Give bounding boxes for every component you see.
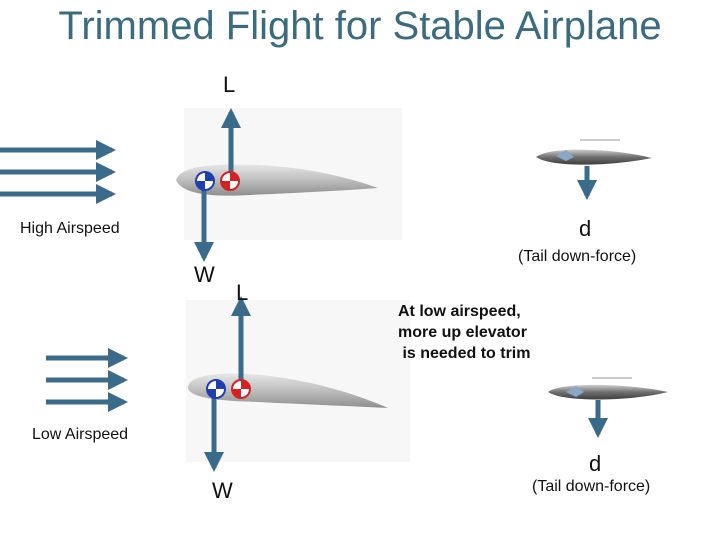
high-speed-lift-label: L xyxy=(223,72,236,97)
high-speed-cp-symbol xyxy=(220,171,240,191)
annotation-line-3: is needed to trim xyxy=(398,345,531,362)
high-speed-airflow-arrows xyxy=(0,140,116,204)
low-speed-lift-label: L xyxy=(236,280,249,305)
low-speed-airflow-arrows xyxy=(46,348,128,412)
annotation-line-1: At low airspeed, xyxy=(398,303,521,320)
high-speed-tail-force-label: d xyxy=(579,216,592,241)
low-speed-tail-force-label: d xyxy=(589,451,602,476)
low-speed-cg-symbol xyxy=(206,379,226,399)
low-speed-tail xyxy=(548,377,668,400)
slide-title: Trimmed Flight for Stable Airplane xyxy=(58,4,662,48)
high-speed-tail-note: (Tail down-force) xyxy=(518,248,637,265)
high-speed-section-label: High Airspeed xyxy=(20,220,120,237)
low-speed-section-label: Low Airspeed xyxy=(32,426,129,443)
low-speed-weight-label: W xyxy=(212,478,233,503)
low-speed-tail-note: (Tail down-force) xyxy=(532,478,651,495)
high-speed-tail xyxy=(536,139,652,165)
high-speed-weight-label: W xyxy=(194,262,215,287)
annotation-line-2: more up elevator xyxy=(398,324,527,341)
high-speed-cg-symbol xyxy=(195,171,215,191)
low-speed-cp-symbol xyxy=(231,379,251,399)
